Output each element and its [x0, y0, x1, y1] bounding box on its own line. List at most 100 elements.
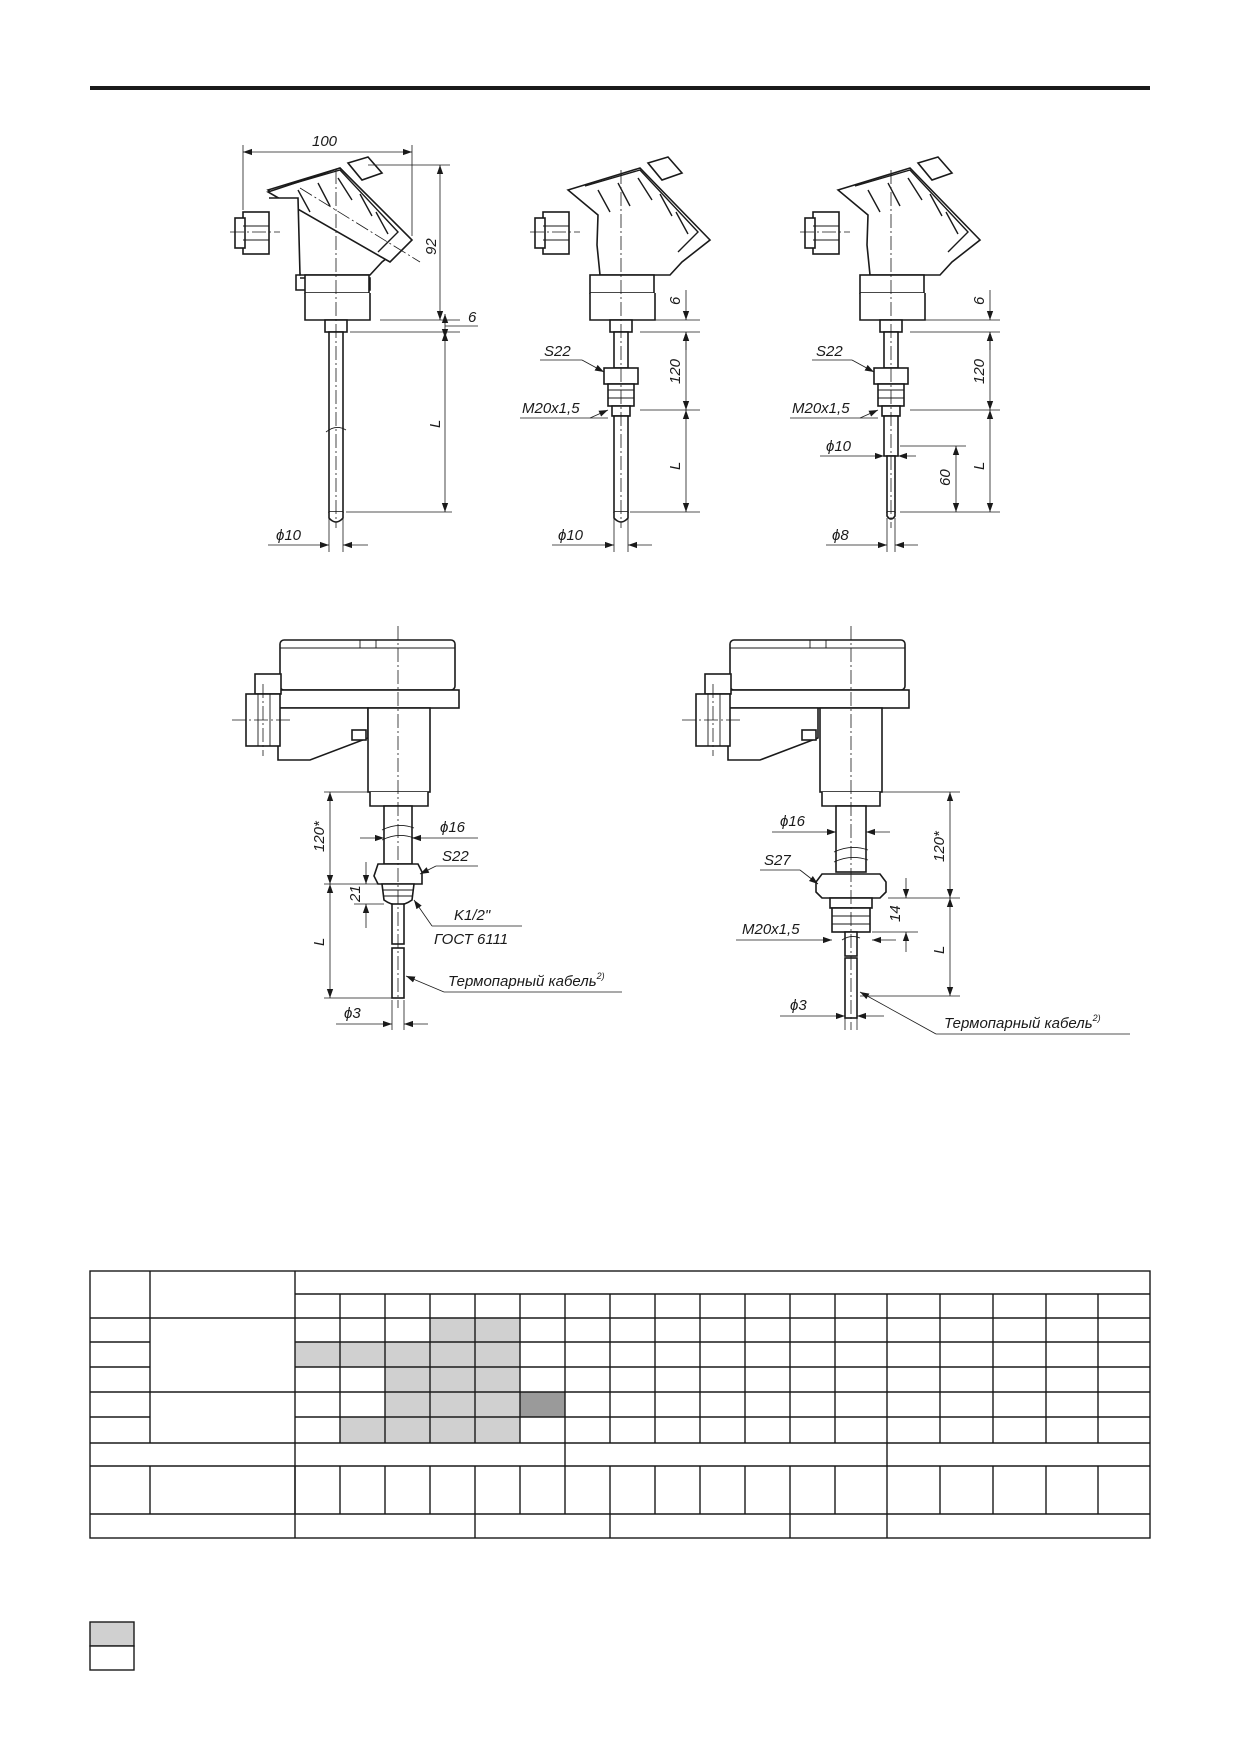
table-cell-shaded [475, 1392, 520, 1417]
dim-diameter: ϕ10 [552, 518, 652, 552]
dim-diameter: ϕ3 [336, 1000, 428, 1030]
drawing-top-middle: 6 120 L S22 M20x1,5 ϕ10 [520, 156, 712, 552]
callout-tube: ϕ16 [360, 819, 478, 842]
table-cell-shaded [475, 1367, 520, 1392]
table-cell-shaded [385, 1392, 430, 1417]
callout-tube: ϕ16 [772, 813, 890, 836]
callout-nut: S22 [812, 343, 875, 373]
neck-label: 120* [931, 830, 948, 862]
callout-thread: M20x1,5 [736, 921, 896, 944]
table-column-lines [339, 1294, 1099, 1443]
dim-diameter: ϕ8 [826, 518, 918, 552]
dim-length: L [900, 410, 1000, 513]
table-cell-shaded [340, 1417, 385, 1443]
dim-height: 92 [368, 164, 460, 321]
table-cell-shaded [430, 1417, 475, 1443]
thread-height-label: 21 [347, 885, 364, 903]
table-cell-shaded [430, 1342, 475, 1367]
callout-nut: S22 [540, 343, 605, 373]
table-cell-shaded [385, 1367, 430, 1392]
callout-thread: M20x1,5 [790, 400, 879, 419]
diameter-label: ϕ10 [276, 527, 302, 544]
thread-label: M20x1,5 [792, 400, 850, 417]
dim-diameter: ϕ10 [268, 518, 368, 552]
length-label: L [931, 946, 948, 954]
dim-length: L [860, 898, 960, 997]
dim-neck: 120* [882, 791, 960, 899]
dim-neck: 120 [640, 332, 700, 411]
neck-label: 120 [971, 358, 988, 384]
cable-label: Термопарный кабель2) [944, 1013, 1101, 1032]
length-label: L [971, 462, 988, 470]
thread-label: M20x1,5 [522, 400, 580, 417]
nut-label: S27 [764, 852, 791, 869]
gap-label: 6 [667, 296, 684, 305]
dim-diameter: ϕ3 [780, 997, 884, 1030]
dim-neck: 120 [910, 332, 1000, 411]
nut-label: S22 [816, 343, 843, 360]
thread-height-label: 14 [887, 905, 904, 922]
dim-step-diameter: ϕ10 [820, 438, 916, 460]
terminal-head [804, 156, 982, 333]
nut-label: S22 [442, 848, 469, 865]
table-cell-dark [520, 1392, 565, 1417]
terminal-head [695, 639, 910, 807]
dim-length: L [311, 884, 392, 999]
spec-table [89, 1270, 1151, 1539]
drawing-top-right: 6 120 L 60 S22 M20x1,5 [790, 156, 1000, 552]
terminal-head [234, 156, 414, 333]
nut-label: S22 [544, 343, 571, 360]
length-label: L [427, 420, 444, 428]
table-cell-shaded [430, 1392, 475, 1417]
table-cell-shaded [430, 1318, 475, 1342]
sheath [833, 805, 869, 873]
thread-label: K1/2" [454, 907, 491, 924]
length-label: L [667, 462, 684, 470]
table-shading [295, 1318, 565, 1443]
table-cell-shaded [340, 1342, 385, 1367]
callout-nut: S22 [419, 848, 478, 875]
callout-cable: Термопарный кабель2) [859, 991, 1130, 1035]
callout-thread: M20x1,5 [520, 400, 609, 419]
table-cell-shaded [475, 1342, 520, 1367]
cable-label: Термопарный кабель2) [448, 971, 605, 990]
diameter-label: ϕ10 [558, 527, 584, 544]
terminal-head [534, 156, 712, 333]
callout-thread: K1/2" ГОСТ 6111 [413, 899, 522, 948]
step-diameter-label: ϕ10 [826, 438, 852, 455]
length-label: L [311, 938, 328, 946]
gap-label: 6 [971, 296, 988, 305]
dim-width: 100 [242, 133, 413, 236]
height-label: 92 [423, 238, 440, 255]
legend-swatch-light [89, 1621, 135, 1647]
table-cell-shaded [430, 1367, 475, 1392]
table-frame [89, 1270, 1151, 1539]
table-cell-shaded [475, 1417, 520, 1443]
width-label: 100 [312, 133, 338, 150]
drawing-bottom-right: ϕ16 120* S27 14 L M20x1,5 [682, 626, 1130, 1035]
dim-length: L [346, 332, 452, 513]
dim-thread-height: 21 [347, 862, 384, 928]
dim-length: L [630, 410, 700, 513]
drawing-bottom-left: 120* 21 L ϕ16 S22 K1/2" ГОСТ 6111 [232, 626, 622, 1030]
neck-label: 120* [311, 820, 328, 852]
dim-thread-height: 14 [872, 878, 918, 952]
table-cell-shaded [385, 1342, 430, 1367]
table-cell-shaded [475, 1318, 520, 1342]
table-cell-shaded [385, 1417, 430, 1443]
drawing-top-left: 100 92 6 L ϕ10 [230, 133, 478, 552]
tube-label: ϕ16 [780, 813, 806, 830]
standard-label: ГОСТ 6111 [434, 931, 508, 948]
tube-label: ϕ16 [440, 819, 466, 836]
diameter-label: ϕ3 [344, 1005, 361, 1022]
thread-label: M20x1,5 [742, 921, 800, 938]
callout-nut: S27 [760, 852, 819, 885]
probe-tube [325, 331, 347, 523]
diameter-label: ϕ8 [832, 527, 849, 544]
table-cell-shaded [295, 1342, 340, 1367]
table-group-lines [339, 1443, 1099, 1538]
legend [89, 1621, 135, 1671]
dim-step-length: 60 [900, 445, 966, 512]
gap-label: 6 [468, 309, 477, 326]
